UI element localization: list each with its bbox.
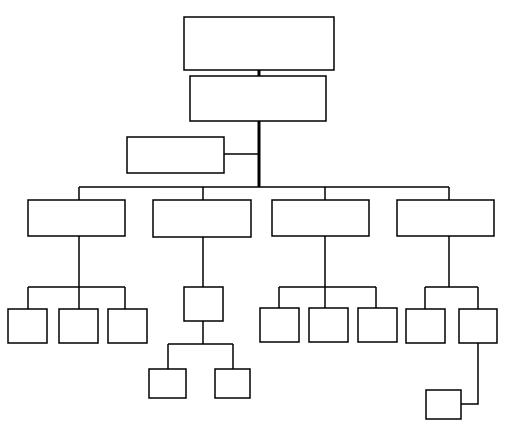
org-box-d1-c <box>107 308 148 344</box>
org-box-d3-c <box>357 307 398 343</box>
org-box-d1-b <box>58 308 99 344</box>
org-box-d4-a <box>405 308 446 344</box>
org-boxes <box>7 16 498 420</box>
connector-line <box>461 343 479 405</box>
org-box-side-box <box>126 136 225 174</box>
org-box-dept-4 <box>396 199 495 237</box>
org-box-d2-a-1 <box>148 368 187 399</box>
org-box-d1-a <box>7 308 48 344</box>
org-box-d3-a <box>259 307 300 343</box>
org-box-d2-a-2 <box>214 368 251 399</box>
connector-lines <box>27 70 479 405</box>
org-box-dept-2 <box>152 199 252 238</box>
org-box-d3-b <box>308 307 349 343</box>
org-box-top <box>183 16 335 71</box>
org-box-d4-b <box>458 308 498 344</box>
org-box-dept-3 <box>271 199 370 237</box>
org-box-d4-b-1 <box>425 389 462 420</box>
org-box-d2-a <box>183 286 224 322</box>
org-box-dept-1 <box>27 199 126 237</box>
org-box-level-2 <box>189 75 327 122</box>
